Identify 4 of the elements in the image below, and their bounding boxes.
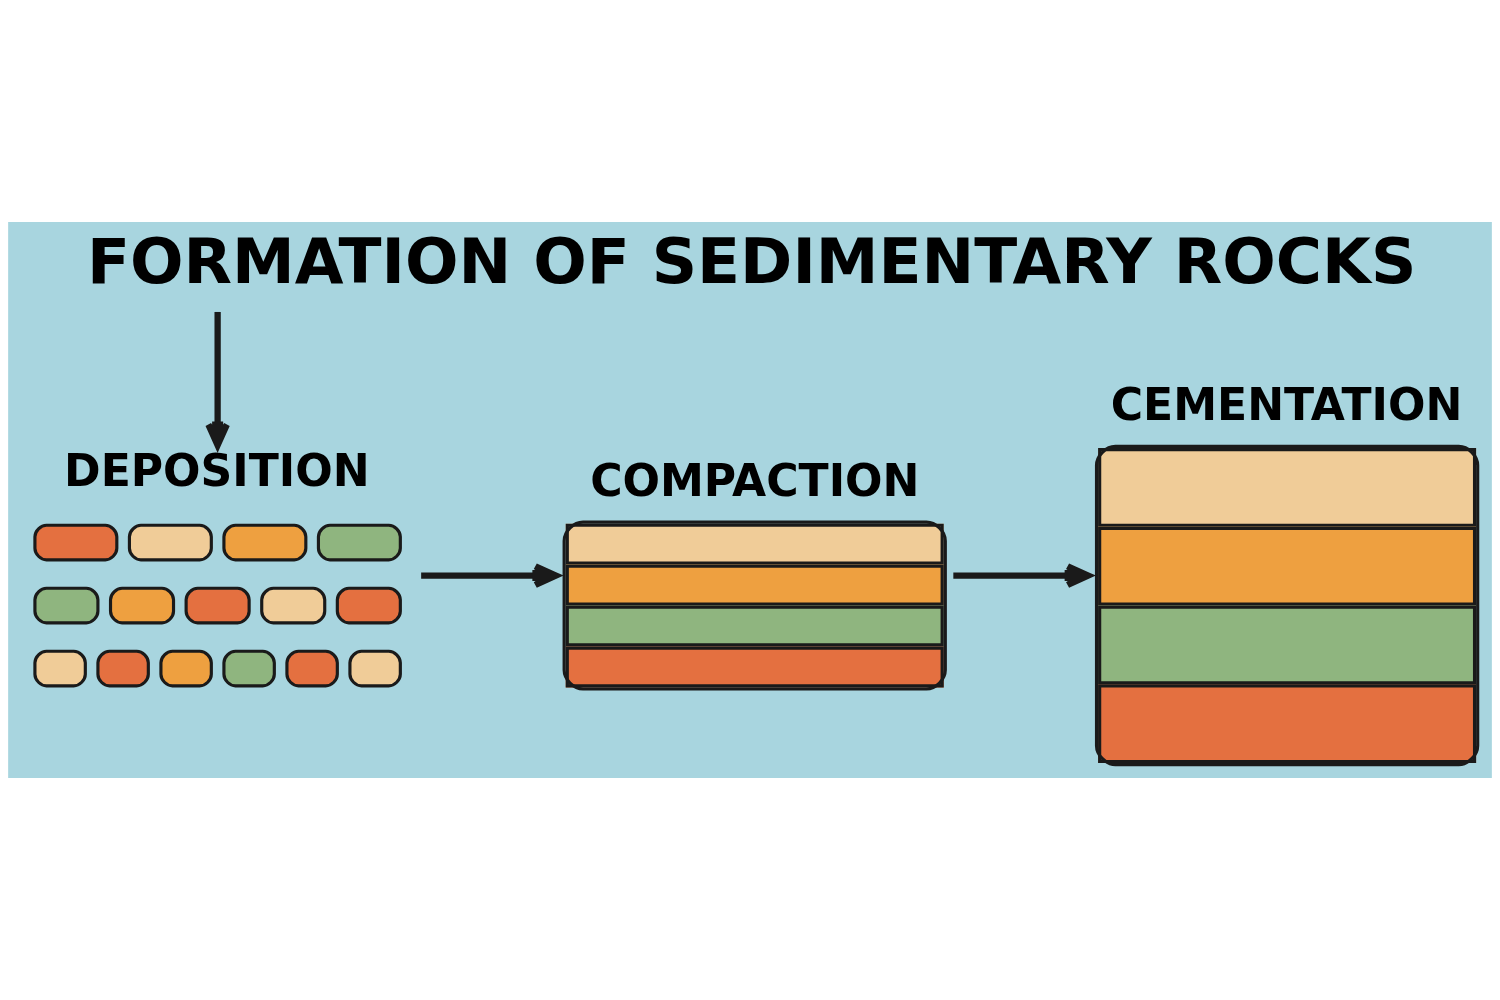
diagram-title: FORMATION OF SEDIMENTARY ROCKS <box>86 225 1417 299</box>
node-label: COMPACTION <box>590 454 920 506</box>
node-label: CEMENTATION <box>1110 379 1463 431</box>
node-label: DEPOSITION <box>64 445 370 497</box>
